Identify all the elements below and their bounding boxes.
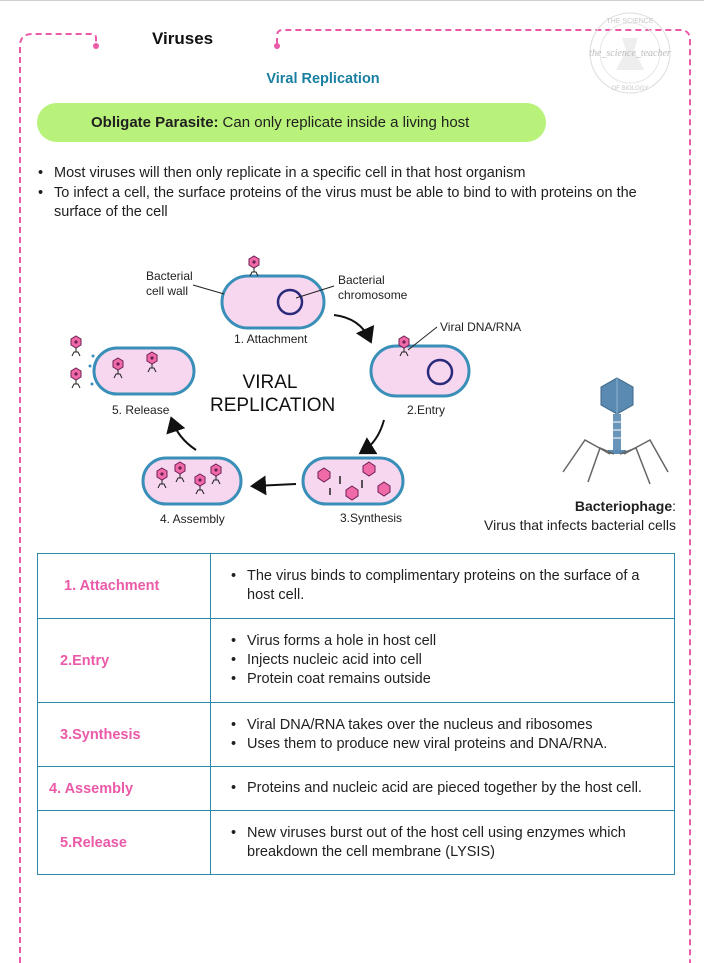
step-bullet: Virus forms a hole in host cell (231, 632, 660, 651)
label-cell-wall-line: cell wall (146, 284, 189, 298)
stage-release-label: 5. Release (112, 403, 170, 417)
arrow-icon (166, 416, 197, 451)
step-name-synthesis: 3.Synthesis (37, 702, 211, 767)
step-bullet: Uses them to produce new viral proteins … (231, 735, 660, 754)
cell-attachment (220, 255, 326, 330)
label-cell-wall: Bacterial cell wall (146, 269, 193, 299)
arrow-icon (333, 314, 375, 344)
label-chromosome-line: Bacterial (338, 273, 385, 287)
virus-icon (70, 335, 82, 357)
bacteriophage-icon (562, 377, 669, 485)
stage-synthesis-label: 3.Synthesis (340, 511, 403, 525)
bacteriophage-colon: : (672, 498, 676, 514)
stage-assembly-label: 4. Assembly (160, 512, 225, 526)
cell-release (70, 335, 196, 396)
virus-icon (70, 367, 82, 389)
diagram-title-line: VIRAL (242, 372, 298, 393)
top-rule (0, 0, 704, 1)
step-bullet: New viruses burst out of the host cell u… (231, 824, 660, 862)
step-name-release: 5.Release (37, 810, 211, 875)
diagram-title: VIRAL REPLICATION (210, 371, 336, 417)
table-row: 1. Attachment The virus binds to complim… (37, 553, 675, 619)
step-bullet: The virus binds to complimentary protein… (231, 567, 660, 605)
label-viral-dna: Viral DNA/RNA (440, 320, 522, 334)
step-description: Viral DNA/RNA takes over the nucleus and… (210, 702, 675, 767)
page-title: Viruses (152, 29, 214, 48)
definition-term: Obligate Parasite: (91, 114, 219, 131)
step-name-attachment: 1. Attachment (37, 553, 211, 619)
table-row: 2.Entry Virus forms a hole in host cell … (37, 618, 675, 703)
step-bullet: Injects nucleic acid into cell (231, 651, 660, 670)
section-subtitle: Viral Replication (266, 71, 380, 87)
stage-attachment-label: 1. Attachment (234, 332, 308, 346)
step-bullet: Proteins and nucleic acid are pieced tog… (231, 779, 660, 798)
bacteriophage-term: Bacteriophage (574, 498, 673, 514)
intro-bullet: To infect a cell, the surface proteins o… (36, 184, 676, 222)
replication-diagram (70, 255, 669, 506)
step-description: Virus forms a hole in host cell Injects … (210, 618, 675, 703)
table-row: 3.Synthesis Viral DNA/RNA takes over the… (37, 702, 675, 767)
table-row: 4. Assembly Proteins and nucleic acid ar… (37, 766, 675, 811)
bacteriophage-text: Virus that infects bacterial cells (484, 517, 676, 533)
arrow-icon (250, 475, 297, 496)
definition-text: Can only replicate inside a living host (222, 114, 470, 131)
flask-icon (616, 38, 644, 70)
bacteriophage-caption: Bacteriophage: Virus that infects bacter… (454, 497, 676, 535)
watermark-text: the_science_teacher (589, 48, 671, 59)
arrow-icon (358, 419, 385, 455)
intro-bullets: Most viruses will then only replicate in… (36, 164, 676, 223)
step-name-assembly: 4. Assembly (37, 766, 211, 811)
table-row: 5.Release New viruses burst out of the h… (37, 810, 675, 875)
watermark-top-text: THE SCIENCE (606, 18, 653, 25)
cell-entry (369, 335, 471, 398)
step-description: New viruses burst out of the host cell u… (210, 810, 675, 875)
virus-icon (248, 255, 260, 277)
cell-synthesis (301, 456, 405, 506)
cell-assembly (141, 456, 243, 506)
definition-pill: Obligate Parasite: Can only replicate in… (37, 103, 546, 142)
step-description: Proteins and nucleic acid are pieced tog… (210, 766, 675, 811)
step-name-entry: 2.Entry (37, 618, 211, 703)
steps-table: 1. Attachment The virus binds to complim… (37, 553, 675, 875)
stage-entry-label: 2.Entry (407, 403, 446, 417)
step-description: The virus binds to complimentary protein… (210, 553, 675, 619)
intro-bullet: Most viruses will then only replicate in… (36, 164, 676, 183)
label-chromosome-line: chromosome (338, 288, 408, 302)
label-cell-wall-line: Bacterial (146, 269, 193, 283)
step-bullet: Viral DNA/RNA takes over the nucleus and… (231, 716, 660, 735)
diagram-title-line: REPLICATION (210, 395, 336, 416)
step-bullet: Protein coat remains outside (231, 670, 660, 689)
watermark-logo: THE SCIENCE the_science_teacher OF BIOLO… (589, 12, 671, 94)
watermark-bottom-text: OF BIOLOGY (611, 86, 648, 92)
label-chromosome: Bacterial chromosome (338, 273, 407, 303)
